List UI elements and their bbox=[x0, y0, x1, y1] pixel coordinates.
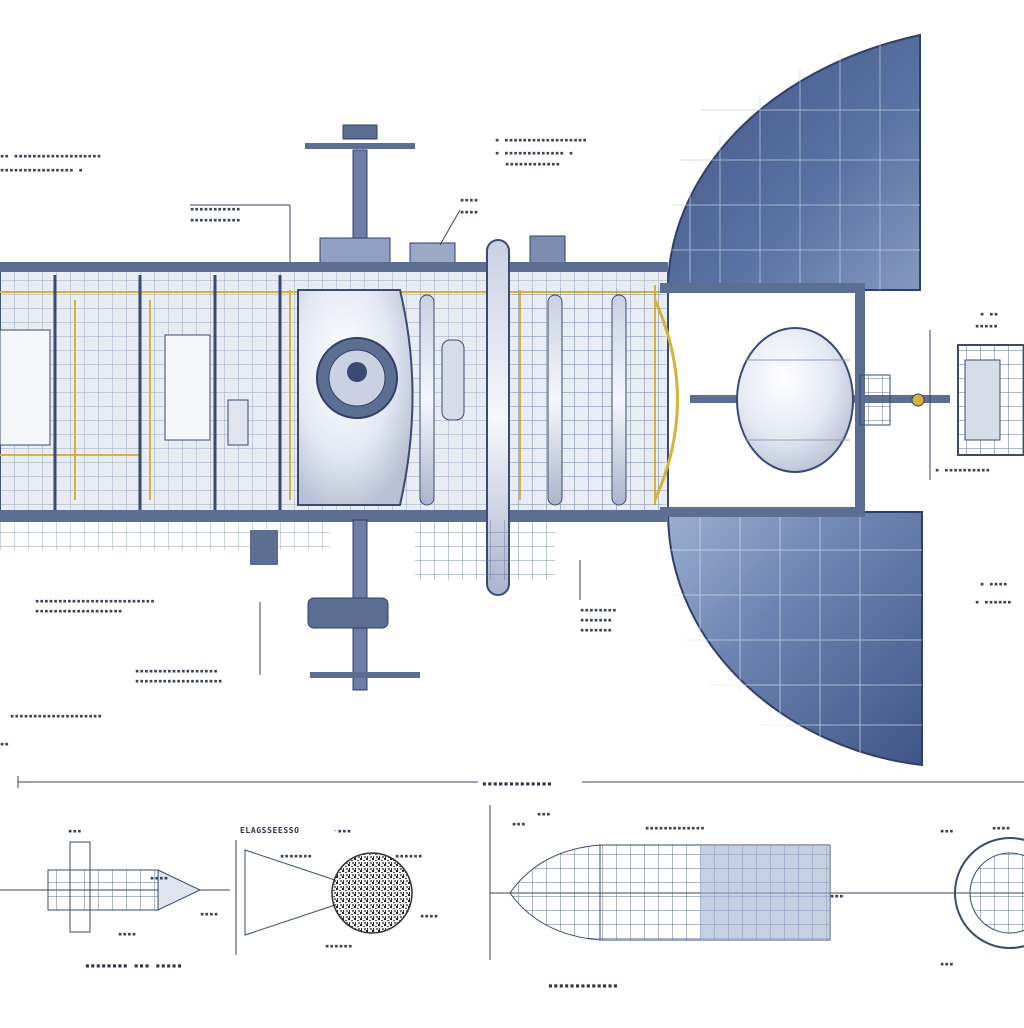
view2-title: ELAGSSEESSO bbox=[240, 826, 300, 835]
central-habitat-module bbox=[297, 289, 465, 506]
callout-top-left-1: ▪▪ ▪▪▪▪▪▪▪▪▪▪▪▪▪▪▪▪▪▪▪ bbox=[0, 152, 102, 160]
view1-side-tag-1: ▪▪▪▪ bbox=[150, 874, 168, 882]
bottom-view-2: ELAGSSEESSO -▪▪▪ ▪▪▪▪▪▪▪ ▪▪▪▪▪▪ ▪▪▪▪ ▪▪▪… bbox=[235, 826, 438, 955]
view1-top-tag: ▪▪▪ bbox=[68, 827, 82, 835]
view2-tag-4: ▪▪▪▪▪▪ bbox=[325, 942, 353, 950]
bottom-view-1: ▪▪▪ ▪▪▪▪ ▪▪▪▪ ▪▪▪▪ ▪▪▪▪▪▪▪▪ ▪▪▪ ▪▪▪▪▪ bbox=[0, 827, 230, 970]
docking-node-sphere bbox=[736, 327, 925, 473]
view2-tag-3: ▪▪▪▪ bbox=[420, 912, 438, 920]
callouts: ▪▪ ▪▪▪▪▪▪▪▪▪▪▪▪▪▪▪▪▪▪▪ ▪▪▪▪▪▪▪▪▪▪▪▪▪▪▪▪ … bbox=[0, 136, 1012, 748]
solar-array-bottom bbox=[666, 511, 923, 767]
view3-bottom-tag: ▪▪▪▪▪▪▪▪▪▪▪▪▪ bbox=[548, 981, 618, 990]
dimension-line: ▪▪▪▪▪▪▪▪▪▪▪▪▪ bbox=[17, 776, 1024, 788]
callout-small-tag-1: ▪▪▪▪ bbox=[460, 196, 478, 204]
callout-right-4: ▪ ▪▪▪▪ bbox=[980, 580, 1008, 588]
callout-upper-mid-2: ▪▪▪▪▪▪▪▪▪▪▪ bbox=[190, 216, 241, 224]
callout-top-center-2: ▪ ▪▪▪▪▪▪▪▪▪▪▪▪▪ ▪ bbox=[495, 149, 573, 157]
callout-mid-center-2: ▪▪▪▪▪▪▪ bbox=[580, 616, 612, 624]
upper-mast bbox=[305, 124, 566, 271]
callout-mid-center-1: ▪▪▪▪▪▪▪▪ bbox=[580, 606, 617, 614]
solar-array-top bbox=[666, 33, 921, 291]
callout-mid-left-4: ▪▪▪▪▪▪▪▪▪▪▪▪▪▪▪▪▪▪▪ bbox=[135, 677, 223, 685]
callout-mid-left-1: ▪▪▪▪▪▪▪▪▪▪▪▪▪▪▪▪▪▪▪▪▪▪▪▪▪▪ bbox=[35, 597, 155, 605]
leader-lines bbox=[190, 204, 931, 675]
callout-right-5: ▪ ▪▪▪▪▪▪ bbox=[975, 598, 1012, 606]
callout-mid-left-2: ▪▪▪▪▪▪▪▪▪▪▪▪▪▪▪▪▪▪▪ bbox=[35, 607, 123, 615]
view3-tag-1: ▪▪▪ bbox=[537, 810, 551, 818]
view3-tag-2: ▪▪▪ bbox=[512, 820, 526, 828]
dimension-label: ▪▪▪▪▪▪▪▪▪▪▪▪▪ bbox=[482, 779, 552, 788]
callout-mid-center-3: ▪▪▪▪▪▪▪ bbox=[580, 626, 612, 634]
view4-tag-2: ▪▪▪▪ bbox=[992, 824, 1010, 832]
callout-mid-left-3: ▪▪▪▪▪▪▪▪▪▪▪▪▪▪▪▪▪▪ bbox=[135, 667, 218, 675]
view1-side-tag-3: ▪▪▪▪ bbox=[118, 930, 136, 938]
lower-mast bbox=[0, 519, 555, 691]
view4-tag-3: ▪▪▪ bbox=[940, 960, 954, 968]
view2-tag-1: ▪▪▪▪▪▪▪ bbox=[280, 852, 312, 860]
view3-tag-3: ▪▪▪ bbox=[830, 892, 844, 900]
view2-title-suffix: -▪▪▪ bbox=[333, 827, 351, 835]
view2-tag-2: ▪▪▪▪▪▪ bbox=[395, 852, 423, 860]
bottom-view-3: ▪▪▪▪▪▪▪▪▪▪▪▪▪ ▪▪▪ ▪▪▪ ▪▪▪ ▪▪▪▪▪▪▪▪▪▪▪▪▪ bbox=[489, 805, 1024, 990]
far-right-module bbox=[957, 344, 1024, 456]
callout-top-center-3: ▪▪▪▪▪▪▪▪▪▪▪▪ bbox=[505, 160, 560, 168]
view1-bottom-title: ▪▪▪▪▪▪▪▪ ▪▪▪ ▪▪▪▪▪ bbox=[85, 961, 183, 970]
right-truss-section bbox=[512, 288, 679, 510]
callout-edge-tag: ▪▪ bbox=[0, 740, 9, 748]
callout-right-2: ▪▪▪▪▪ bbox=[975, 322, 998, 330]
callout-top-center-1: ▪ ▪▪▪▪▪▪▪▪▪▪▪▪▪▪▪▪▪▪ bbox=[495, 136, 587, 144]
callout-mid-left-5: ▪▪▪▪▪▪▪▪▪▪▪▪▪▪▪▪▪▪▪▪ bbox=[10, 712, 102, 720]
vertical-pylon bbox=[486, 239, 510, 596]
callout-right-3: ▪ ▪▪▪▪▪▪▪▪▪▪ bbox=[935, 466, 990, 474]
callout-upper-mid-1: ▪▪▪▪▪▪▪▪▪▪▪ bbox=[190, 205, 241, 213]
callout-right-1: ▪ ▪▪ bbox=[980, 310, 998, 318]
callout-top-left-2: ▪▪▪▪▪▪▪▪▪▪▪▪▪▪▪▪ ▪ bbox=[0, 166, 83, 174]
callout-small-tag-2: ▪▪▪▪ bbox=[460, 208, 478, 216]
bottom-view-4: ▪▪▪ ▪▪▪▪ ▪▪▪ bbox=[940, 824, 1024, 968]
view1-side-tag-2: ▪▪▪▪ bbox=[200, 910, 218, 918]
view4-tag-1: ▪▪▪ bbox=[940, 827, 954, 835]
view3-top-tag: ▪▪▪▪▪▪▪▪▪▪▪▪▪ bbox=[645, 824, 705, 832]
